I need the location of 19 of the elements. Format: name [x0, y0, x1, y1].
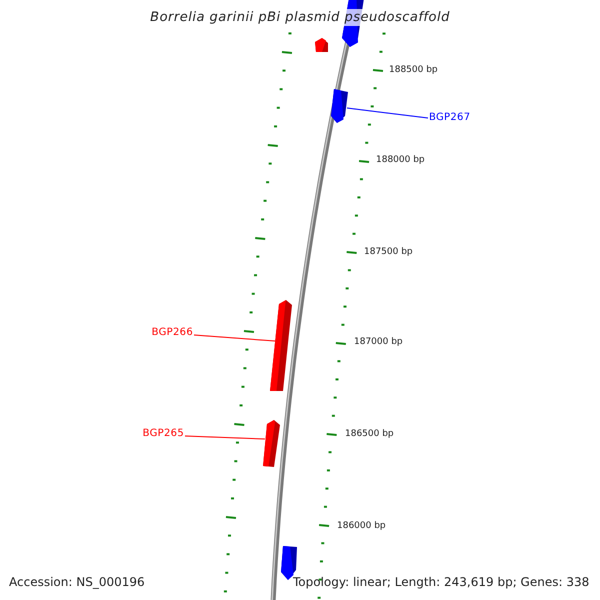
leader-line — [194, 334, 276, 342]
gene-block — [331, 89, 348, 123]
gene-label: BGP267 — [429, 112, 470, 124]
coordinate-label: 187000 bp — [354, 336, 403, 349]
coordinate-label: 186500 bp — [345, 428, 394, 441]
leader-line — [346, 108, 428, 118]
info-text: Topology: linear; Length: 243,619 bp; Genes: 338 — [293, 575, 590, 589]
leader-line — [184, 436, 266, 440]
gene-label: BGP265 — [142, 428, 184, 440]
coordinate-label: 187500 bp — [364, 246, 413, 259]
gene-block — [263, 420, 280, 467]
coordinate-label: 188000 bp — [376, 154, 425, 167]
coordinate-label: 188500 bp — [389, 64, 438, 77]
gene-label: BGP266 — [152, 327, 193, 339]
gene-block — [315, 38, 328, 52]
gene-block — [270, 300, 292, 391]
info-text: Accession: NS_000196 — [9, 575, 145, 589]
coordinate-label: 186000 bp — [337, 520, 386, 533]
diagram-title: Borrelia garinii pBi plasmid pseudoscaffold — [150, 9, 450, 26]
